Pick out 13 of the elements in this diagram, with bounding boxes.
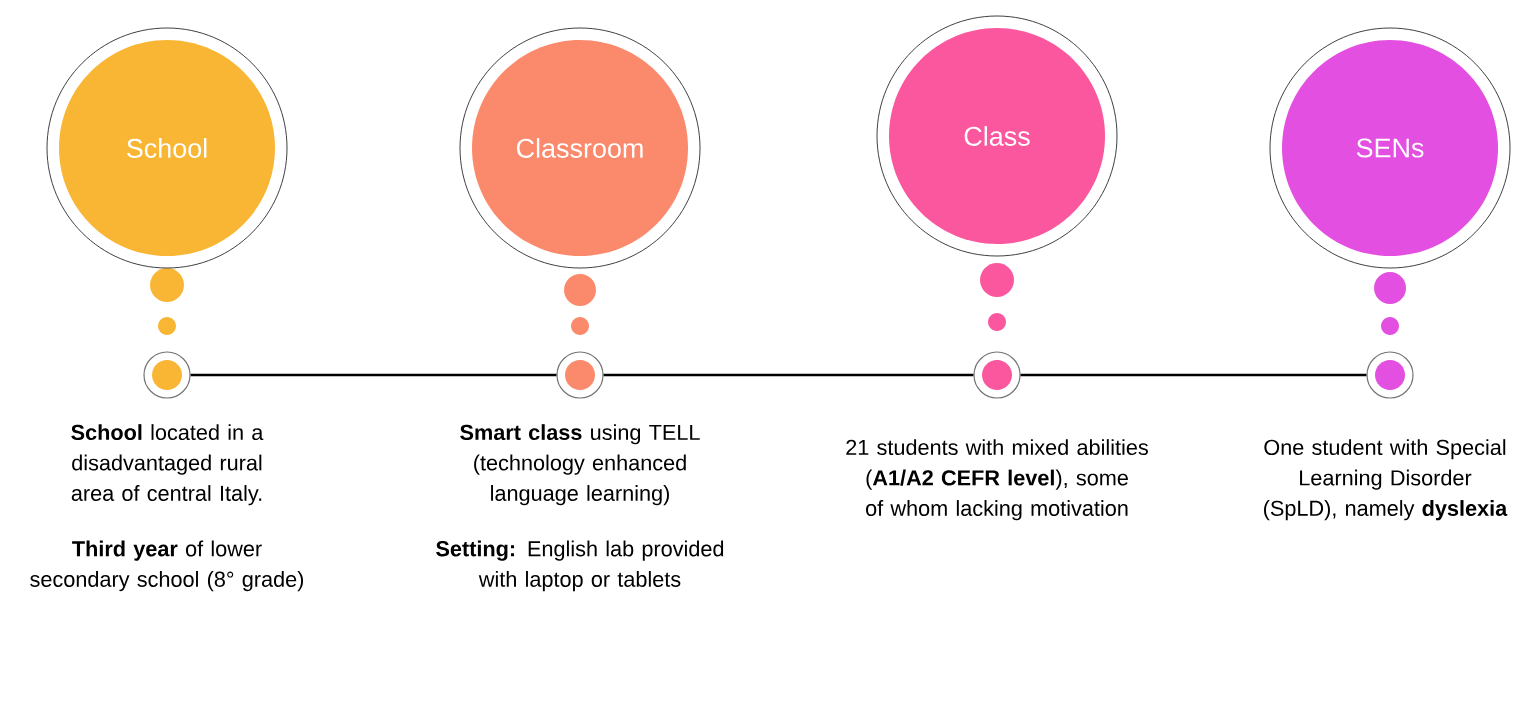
description-text: School located in a disadvantaged rural area of central Italy. bbox=[71, 424, 264, 506]
timeline-line bbox=[190, 373, 557, 377]
description-text: Smart class using TELL (technology enhanced language learning) bbox=[460, 424, 700, 506]
timeline-dot bbox=[973, 351, 1021, 399]
timeline-line bbox=[1020, 373, 1367, 377]
timeline-line bbox=[603, 373, 974, 377]
timeline-dot bbox=[143, 351, 191, 399]
description-text: 21 students with mixed abilities (A1/A2 CEFR level), some of whom lacking motivation bbox=[846, 439, 1148, 521]
timeline-dot bbox=[556, 351, 604, 399]
description-text: One student with Special Learning Disorder (SpLD), namely dyslexia bbox=[1264, 439, 1508, 521]
description-text: Setting: English lab provided with laptop or tablets bbox=[436, 540, 724, 592]
timeline-dot bbox=[1366, 351, 1414, 399]
description-text: Third year of lower secondary school (8° grade) bbox=[30, 540, 304, 592]
